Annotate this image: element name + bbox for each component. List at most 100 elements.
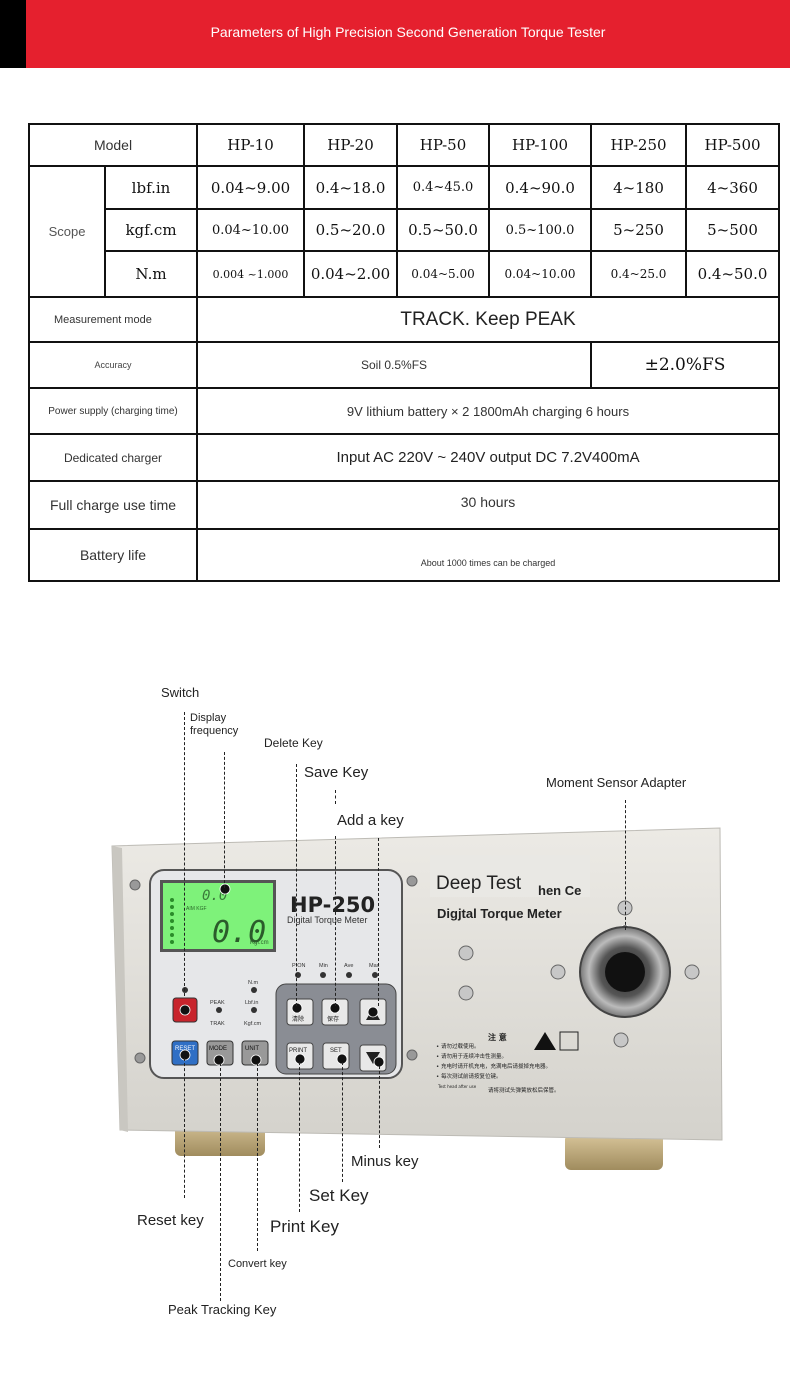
- lcd-unit: Kgf.cm: [250, 940, 269, 946]
- mode-button-label: MODE: [209, 1046, 227, 1052]
- mode-label: TRAK: [210, 1021, 225, 1027]
- unit-label: N.m: [103, 250, 199, 298]
- torque-meter-illustration: AIM KGF 0.0 0.0 Kgf.cm HP-250 Digital To…: [111, 827, 723, 1170]
- model-cell: HP-10: [196, 123, 306, 167]
- lcd-screen: [163, 883, 273, 949]
- accuracy-value-alt: ±2.0%FS: [590, 341, 781, 389]
- indicator-label: Min: [319, 963, 328, 969]
- scope-value: 0.4~18.0: [303, 165, 399, 210]
- screw-icon: [406, 1049, 418, 1061]
- caution-title: 注 意: [488, 1032, 507, 1042]
- leader-line: [378, 838, 379, 1006]
- indicator-led: [372, 972, 378, 978]
- scope-value: 0.4~45.0: [396, 165, 491, 210]
- print-button-label: PRINT: [289, 1048, 307, 1054]
- moment-sensor-annotation: Moment Sensor Adapter: [546, 775, 687, 790]
- scope-value: 0.4~50.0: [685, 250, 781, 298]
- device-foot: [565, 1134, 663, 1170]
- scope-value: 0.4~90.0: [488, 165, 593, 210]
- switch-annotation: Switch: [161, 685, 200, 700]
- scope-value: 0.004 ~1.000: [196, 250, 306, 298]
- battery-life-value: About 1000 times can be charged: [196, 528, 781, 582]
- measurement-mode-label: Measurement mode: [27, 296, 199, 343]
- indicator-label: Ave: [344, 963, 353, 969]
- indicator-led: [346, 972, 352, 978]
- warning-icon: [534, 1032, 556, 1050]
- leader-line: [184, 712, 185, 996]
- measurement-mode-value: TRACK. Keep PEAK: [196, 296, 781, 343]
- screw-icon: [458, 985, 474, 1001]
- lcd-bar-indicator: [170, 898, 174, 944]
- scope-value: 0.4~25.0: [590, 250, 688, 298]
- unit-led: [251, 1007, 257, 1013]
- peak-tracking-key-annotation: Peak Tracking Key: [168, 1302, 277, 1317]
- add-key-annotation: Add a key: [337, 812, 404, 829]
- scope-value: 4~360: [685, 165, 781, 210]
- battery-life-label: Battery life: [27, 528, 199, 582]
- display-frequency-annotation: Display frequency: [190, 712, 239, 737]
- mode-label: PEAK: [210, 1000, 225, 1006]
- full-charge-label: Full charge use time: [27, 480, 199, 530]
- save-button-label: 保存: [327, 1015, 339, 1023]
- indicator-label: Max: [369, 963, 380, 969]
- brand-suffix: hen Ce: [538, 883, 581, 898]
- scope-value: 5~250: [590, 208, 688, 252]
- accuracy-label: Accuracy: [27, 341, 199, 389]
- screw-icon: [406, 875, 418, 887]
- scope-value: 5~500: [685, 208, 781, 252]
- screw-icon: [134, 1052, 146, 1064]
- scope-value: 0.5~20.0: [303, 208, 399, 252]
- screw-icon: [129, 879, 141, 891]
- reset-button-label: RESET: [175, 1046, 195, 1052]
- leader-line: [335, 790, 336, 804]
- scope-label: Scope: [28, 165, 106, 298]
- set-key-annotation: Set Key: [309, 1186, 369, 1205]
- model-cell: HP-250: [590, 123, 688, 167]
- print-key-annotation: Print Key: [270, 1217, 339, 1236]
- delete-key-annotation: Delete Key: [264, 736, 323, 750]
- leader-line: [184, 1058, 185, 1198]
- leader-line: [379, 1066, 380, 1148]
- reset-key-annotation: Reset key: [137, 1212, 204, 1229]
- power-supply-value: 9V lithium battery × 2 1800mAh charging …: [196, 387, 781, 435]
- header-banner: [0, 0, 790, 68]
- leader-line: [335, 836, 336, 1006]
- brand-plate: [430, 855, 590, 897]
- lcd-top-label: AIM KGF: [186, 906, 207, 912]
- callout-markers: [179, 883, 631, 1068]
- minus-key-annotation: Minus key: [351, 1153, 419, 1170]
- indicator-labels: PION Min Ave Max: [292, 963, 380, 969]
- caution-symbol-icon: [559, 1031, 579, 1051]
- leader-line: [625, 800, 626, 930]
- model-cell: HP-50: [396, 123, 491, 167]
- set-button-label: SET: [330, 1048, 342, 1054]
- mode-led: [216, 1007, 222, 1013]
- scope-value: 4~180: [590, 165, 688, 210]
- brand-text: Deep Test: [436, 873, 522, 894]
- scope-value: 0.04~5.00: [396, 250, 491, 298]
- charger-value: Input AC 220V ~ 240V output DC 7.2V400mA: [196, 433, 781, 482]
- scope-value: 0.04~2.00: [303, 250, 399, 298]
- device-model-sub: Digital Torque Meter: [287, 915, 367, 925]
- caution-line: 请将测试头弹簧放松后保管。: [488, 1086, 560, 1094]
- unit-led: [251, 987, 257, 993]
- scope-value: 0.04~9.00: [196, 165, 306, 210]
- model-label: Model: [27, 123, 199, 167]
- model-cell: HP-500: [685, 123, 781, 167]
- screw-icon: [684, 964, 700, 980]
- accuracy-value: Soil 0.5%FS: [196, 341, 593, 389]
- leader-line: [342, 1062, 343, 1182]
- unit-label: Kgf.cm: [244, 1021, 262, 1027]
- scope-value: 0.5~100.0: [488, 208, 593, 252]
- minus-arrow-icon: [366, 1052, 380, 1064]
- scope-value: 0.04~10.00: [488, 250, 593, 298]
- caution-line: • 每次测试前请按复位键。: [436, 1072, 502, 1080]
- save-key-annotation: Save Key: [304, 764, 369, 781]
- unit-label: N.m: [248, 980, 259, 986]
- spec-table: Model HP-10 HP-20 HP-50 HP-100 HP-250 HP…: [27, 123, 781, 582]
- charger-label: Dedicated charger: [27, 433, 199, 482]
- leader-line: [296, 764, 297, 1006]
- full-charge-value: 30 hours: [196, 480, 781, 530]
- caution-line: • 充电时请开机充电，充满电后请拔掉充电器。: [436, 1062, 551, 1070]
- brand-sub: Digjtal Torque Meter: [437, 906, 562, 921]
